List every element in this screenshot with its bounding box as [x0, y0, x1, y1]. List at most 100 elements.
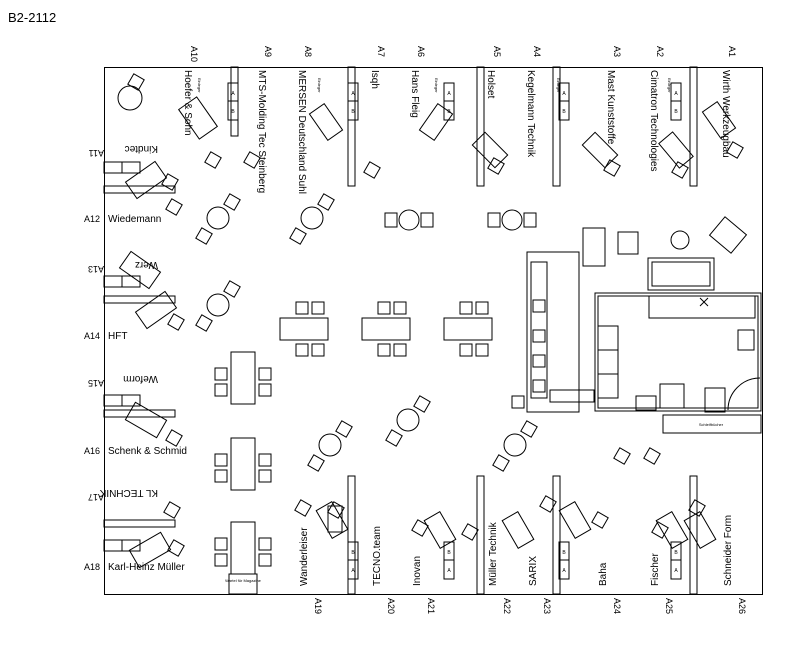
- stand-code-a21: A21: [426, 598, 436, 614]
- stand-code-a9: A9: [263, 46, 273, 57]
- long-table: [230, 521, 256, 575]
- round-table: [398, 209, 420, 231]
- stand-code-a22: A22: [502, 598, 512, 614]
- stand-name-a17: KL TECHNIK: [99, 487, 158, 498]
- chair: [223, 193, 241, 211]
- stand-name-a20: TECNO.team: [372, 526, 383, 586]
- chair: [613, 447, 631, 465]
- bar-counter: [526, 251, 580, 413]
- stand-code-a3: A3: [612, 46, 622, 57]
- angled-counter: [701, 101, 737, 139]
- chair: [523, 212, 537, 228]
- page-code: B2-2112: [8, 10, 57, 25]
- label-a: A: [231, 91, 235, 97]
- stand-code-a19: A19: [313, 598, 323, 614]
- chair: [459, 301, 473, 315]
- lounge-shelf: [662, 414, 762, 434]
- stand-code-a12: A12: [84, 214, 100, 224]
- chair: [393, 301, 407, 315]
- chair: [385, 429, 403, 447]
- magazine-rack-label: Wartel für Magazine: [225, 578, 261, 583]
- label-b: B: [674, 550, 678, 556]
- chair: [214, 453, 228, 467]
- label-a: A: [447, 91, 451, 97]
- booth-wall: [552, 66, 561, 187]
- chair: [377, 343, 391, 357]
- stand-name-a12: Wiedemann: [108, 214, 161, 225]
- label-b: B: [351, 550, 355, 556]
- chair: [163, 501, 181, 519]
- label-a: A: [562, 91, 566, 97]
- info-stand: [327, 505, 343, 533]
- angled-counter: [683, 510, 717, 550]
- chair: [161, 173, 179, 191]
- stand-code-a26: A26: [737, 598, 747, 614]
- chair: [487, 157, 505, 175]
- lounge-sofa: [648, 295, 756, 319]
- chair: [651, 521, 669, 539]
- lounge-sofa-rear-inner: [651, 261, 711, 287]
- chair: [214, 367, 228, 381]
- chair: [167, 539, 185, 557]
- stand-name-a9: MTS-Molding Tec Steinberg: [256, 70, 267, 193]
- booth-wall: [103, 295, 176, 304]
- magazine-rack: [228, 573, 258, 595]
- chair: [327, 501, 345, 519]
- label-a: A: [351, 91, 355, 97]
- armchair: [708, 216, 748, 254]
- stand-name-a6: Hans Fleig: [409, 70, 420, 118]
- bar-stool: [532, 329, 546, 343]
- booth-wall: [476, 475, 485, 595]
- chair: [258, 469, 272, 483]
- angled-counter: [308, 103, 344, 141]
- lounge-armchair: [597, 373, 619, 399]
- stand-code-a14: A14: [84, 331, 100, 341]
- stand-name-a24: Baha: [598, 562, 609, 586]
- booth-wall: [476, 66, 485, 187]
- angled-counter: [655, 510, 689, 550]
- chair: [461, 523, 479, 541]
- angled-counter: [128, 531, 172, 569]
- angled-counter: [501, 510, 535, 550]
- stand-code-a13: A13: [88, 264, 104, 274]
- chair: [520, 420, 538, 438]
- booth-wall: [689, 475, 698, 595]
- chair: [295, 343, 309, 357]
- chair: [195, 227, 213, 245]
- angled-counter: [134, 290, 178, 330]
- chair: [167, 313, 185, 331]
- stand-code-a20: A20: [386, 598, 396, 614]
- chair: [258, 383, 272, 397]
- chair: [258, 453, 272, 467]
- chair: [511, 395, 525, 409]
- booth-wall: [103, 409, 176, 418]
- stand-code-a16: A16: [84, 446, 100, 456]
- label-a: A: [562, 568, 566, 574]
- booth-wall: [552, 475, 561, 595]
- lounge-armchair: [597, 325, 619, 351]
- lounge-cabinet: [737, 329, 755, 351]
- chair: [603, 159, 621, 177]
- stand-code-a18: A18: [84, 562, 100, 572]
- stand-code-a15: A15: [88, 378, 104, 388]
- stand-code-a11: A11: [89, 148, 104, 158]
- bar-stool: [532, 299, 546, 313]
- stand-name-a18: Karl-Heinz Müller: [108, 562, 185, 573]
- label-b: B: [562, 550, 566, 556]
- chair: [258, 537, 272, 551]
- chair: [377, 301, 391, 315]
- label-b: B: [447, 550, 451, 556]
- label-einleger: Einleger: [317, 78, 322, 93]
- label-a: A: [674, 568, 678, 574]
- chair: [214, 537, 228, 551]
- stand-name-a5: Holset: [485, 70, 496, 99]
- stand-name-a7: Isqh: [369, 70, 380, 89]
- label-b: B: [674, 109, 678, 115]
- round-table: [206, 206, 230, 230]
- bar-sideboard: [549, 389, 595, 403]
- angled-counter: [471, 131, 509, 169]
- round-table: [503, 433, 527, 457]
- label-b: B: [351, 109, 355, 115]
- square-table: [443, 317, 493, 341]
